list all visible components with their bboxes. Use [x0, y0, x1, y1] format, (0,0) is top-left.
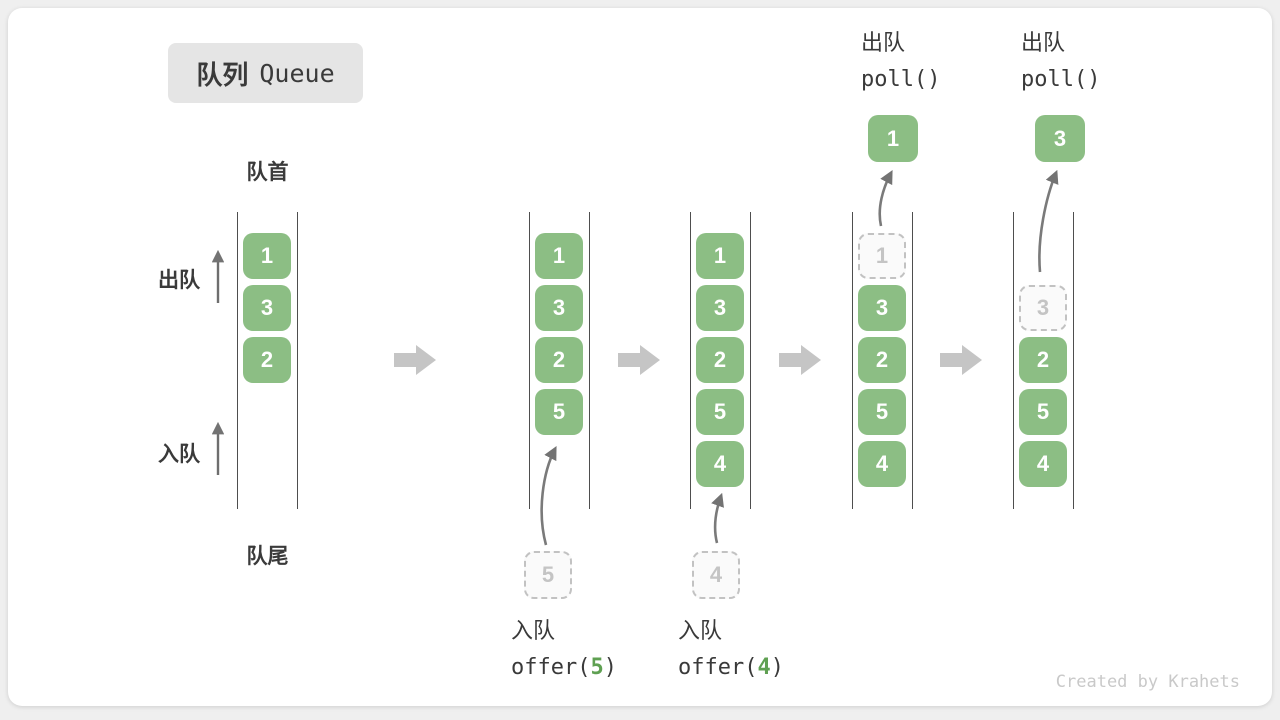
queue-block: 5: [858, 389, 906, 435]
offer-code-post: ): [770, 655, 784, 680]
queue-block: 2: [1019, 337, 1067, 383]
queue-column-4: 1 3 2 5 4: [852, 212, 913, 509]
queue-block: 3: [696, 285, 744, 331]
queue-column-5: 3 2 5 4: [1013, 212, 1074, 509]
queue-rear-label: 队尾: [246, 545, 289, 568]
offer-code-arg: 5: [590, 655, 604, 680]
poll-operation-label: 出队 poll(): [1021, 24, 1100, 98]
queue-block: 1: [243, 233, 291, 279]
diagram-card: [8, 8, 1272, 706]
queue-block: 2: [243, 337, 291, 383]
polled-block: 3: [1035, 115, 1085, 162]
queue-block: 4: [858, 441, 906, 487]
offer-code-label: offer(5): [511, 649, 617, 686]
polled-block: 1: [868, 115, 918, 162]
watermark: Created by Krahets: [1055, 672, 1240, 692]
queue-block: 3: [535, 285, 583, 331]
title-badge: 队列 Queue: [168, 43, 363, 103]
queue-block: 2: [858, 337, 906, 383]
pending-block: 4: [692, 551, 740, 599]
queue-block: 3: [858, 285, 906, 331]
poll-zh-label: 出队: [1021, 30, 1066, 55]
offer-code-pre: offer(: [511, 655, 591, 680]
poll-zh-label: 出队: [861, 30, 906, 55]
offer-zh-label: 入队: [511, 618, 556, 643]
removed-block-ghost: 3: [1019, 285, 1067, 331]
removed-block-ghost: 1: [858, 233, 906, 279]
queue-column-2: 1 3 2 5: [529, 212, 590, 509]
poll-code-label: poll(): [1021, 67, 1101, 92]
queue-block: 5: [696, 389, 744, 435]
offer-code-post: ): [603, 655, 617, 680]
dequeue-side-label: 出队: [158, 269, 200, 292]
title-en: Queue: [259, 58, 335, 88]
queue-column-1: 1 3 2: [237, 212, 298, 509]
offer-operation-label: 入队 offer(5): [511, 612, 617, 686]
offer-code-arg: 4: [757, 655, 771, 680]
queue-block: 1: [696, 233, 744, 279]
poll-operation-label: 出队 poll(): [861, 24, 940, 98]
poll-code-label: poll(): [861, 67, 941, 92]
queue-block: 1: [535, 233, 583, 279]
queue-block: 3: [243, 285, 291, 331]
queue-block: 5: [535, 389, 583, 435]
queue-front-label: 队首: [246, 161, 289, 184]
queue-column-3: 1 3 2 5 4: [690, 212, 751, 509]
queue-block: 5: [1019, 389, 1067, 435]
pending-block: 5: [524, 551, 572, 599]
offer-operation-label: 入队 offer(4): [678, 612, 784, 686]
queue-block: 4: [696, 441, 744, 487]
enqueue-side-label: 入队: [158, 443, 200, 466]
queue-block: 4: [1019, 441, 1067, 487]
queue-block: 2: [535, 337, 583, 383]
title-zh: 队列: [196, 59, 249, 90]
offer-code-label: offer(4): [678, 649, 784, 686]
offer-zh-label: 入队: [678, 618, 723, 643]
queue-block: 2: [696, 337, 744, 383]
offer-code-pre: offer(: [678, 655, 758, 680]
